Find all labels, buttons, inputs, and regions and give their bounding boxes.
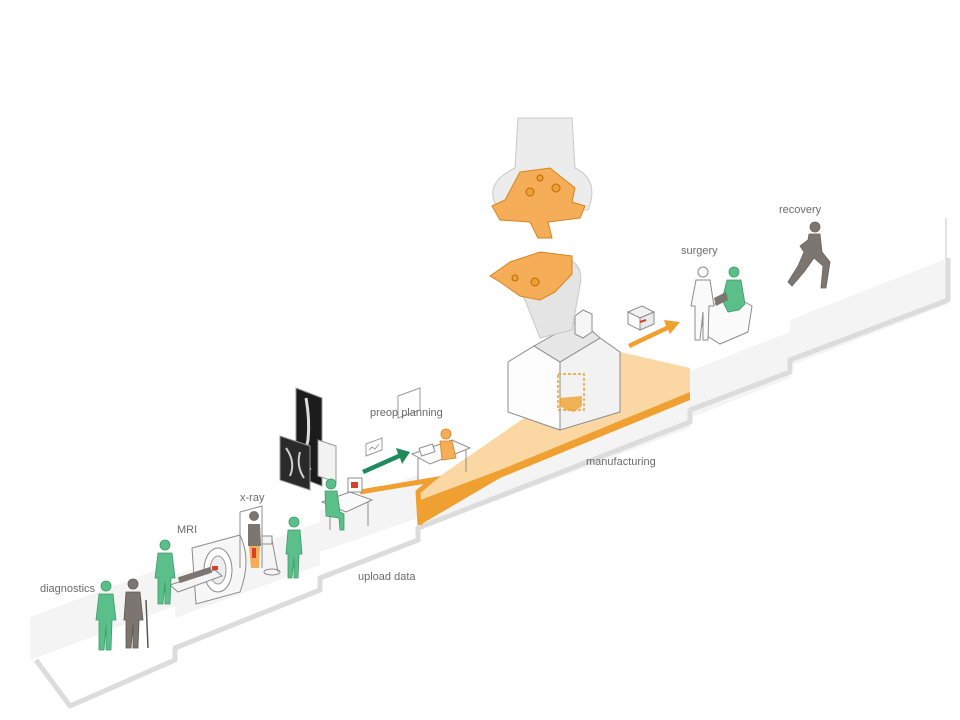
planning-frame [397, 387, 421, 419]
package-icon [626, 305, 656, 331]
patient-leg [714, 292, 728, 306]
label-mri: MRI [177, 524, 197, 536]
platform-front [420, 392, 690, 525]
mri-technician-figure [154, 539, 176, 605]
label-surgery: surgery [681, 245, 718, 257]
assistant-figure [721, 266, 746, 313]
operator-figure [324, 478, 345, 531]
knee-implant-icon [489, 117, 593, 339]
planning-documents [365, 387, 421, 457]
surgery-scene [690, 266, 753, 345]
xray-films [279, 387, 337, 491]
diagnostics-scene [95, 578, 149, 651]
preop-planning-scene [410, 428, 472, 480]
path-front-edge [33, 258, 951, 709]
xray-machine-icon [239, 505, 281, 576]
planning-document [365, 437, 383, 457]
xray-technician-figure [285, 516, 303, 579]
factory-icon [507, 309, 621, 431]
workstation-icon [320, 477, 374, 531]
xray-film-small [279, 435, 311, 491]
mri-scanner-icon [169, 534, 247, 605]
runner-icon [787, 221, 831, 289]
label-recovery: recovery [779, 204, 822, 216]
shipping-arrow [628, 320, 680, 348]
label-preop-planning: preop planning [370, 407, 443, 419]
platform-stairs [359, 476, 441, 526]
label-diagnostics: diagnostics [40, 583, 96, 595]
upload-arrow [362, 448, 410, 474]
doctor-figure [95, 580, 117, 651]
patient-figure [123, 578, 149, 649]
planner-figure [439, 428, 457, 461]
label-xray: x-ray [240, 492, 265, 504]
mri-scene [154, 534, 247, 605]
femoral-component [491, 167, 586, 239]
label-upload-data: upload data [358, 571, 416, 583]
xray-patient-figure [248, 511, 261, 568]
xray-scene [239, 505, 303, 579]
tibial-component [489, 251, 573, 301]
label-manufacturing: manufacturing [586, 456, 656, 468]
surgeon-figure [690, 266, 715, 341]
stage-labels: diagnostics MRI x-ray upload data preop … [40, 204, 822, 595]
